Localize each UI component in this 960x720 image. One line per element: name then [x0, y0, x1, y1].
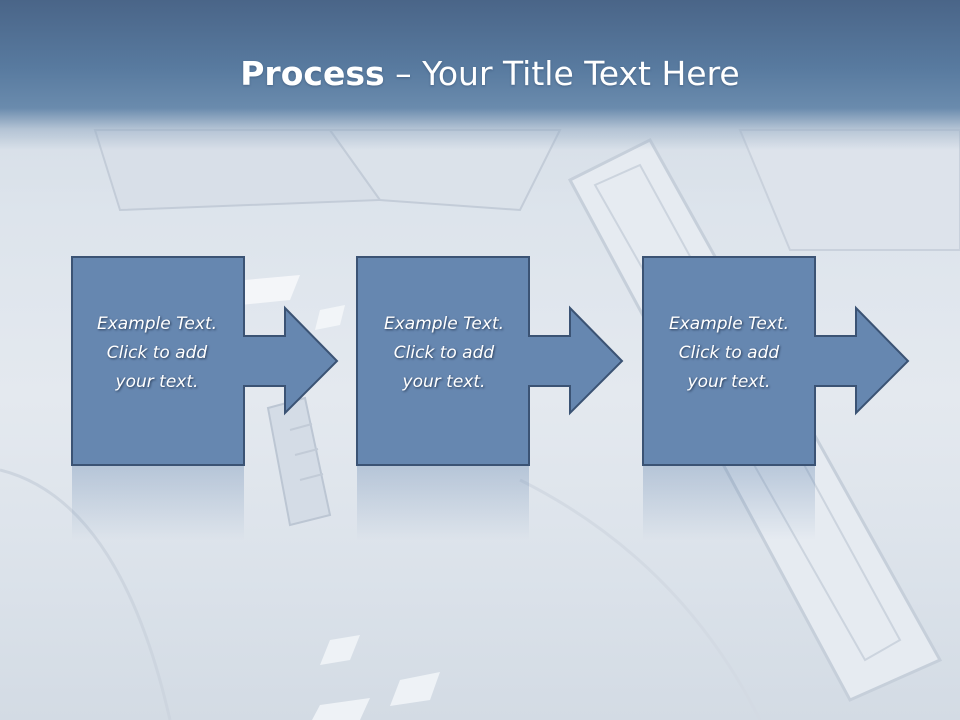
- title-band: [0, 0, 960, 150]
- step-3-text[interactable]: Example Text. Click to add your text.: [642, 310, 816, 397]
- step-3-line-3: your text.: [687, 372, 771, 392]
- step-1-line-2: Click to add: [106, 343, 208, 363]
- step-1-line-1: Example Text.: [96, 314, 218, 334]
- step-2-line-2: Click to add: [393, 343, 495, 363]
- step-3-line-1: Example Text.: [668, 314, 790, 334]
- step-3-arrow-box[interactable]: [642, 256, 910, 466]
- step-2-line-3: your text.: [402, 372, 486, 392]
- slide-title[interactable]: Process – Your Title Text Here: [0, 52, 960, 96]
- step-1-text[interactable]: Example Text. Click to add your text.: [70, 310, 244, 397]
- step-2-arrow-box[interactable]: [356, 256, 624, 466]
- step-2-reflection: [357, 466, 529, 540]
- step-1-reflection: [72, 466, 244, 540]
- step-3-line-2: Click to add: [678, 343, 780, 363]
- step-1-arrow-box[interactable]: [71, 256, 339, 466]
- step-2-text[interactable]: Example Text. Click to add your text.: [357, 310, 531, 397]
- step-1-line-3: your text.: [115, 372, 199, 392]
- title-bold-word: Process: [240, 54, 385, 93]
- step-3-reflection: [643, 466, 815, 540]
- step-2-line-1: Example Text.: [383, 314, 505, 334]
- title-rest: – Your Title Text Here: [384, 54, 740, 93]
